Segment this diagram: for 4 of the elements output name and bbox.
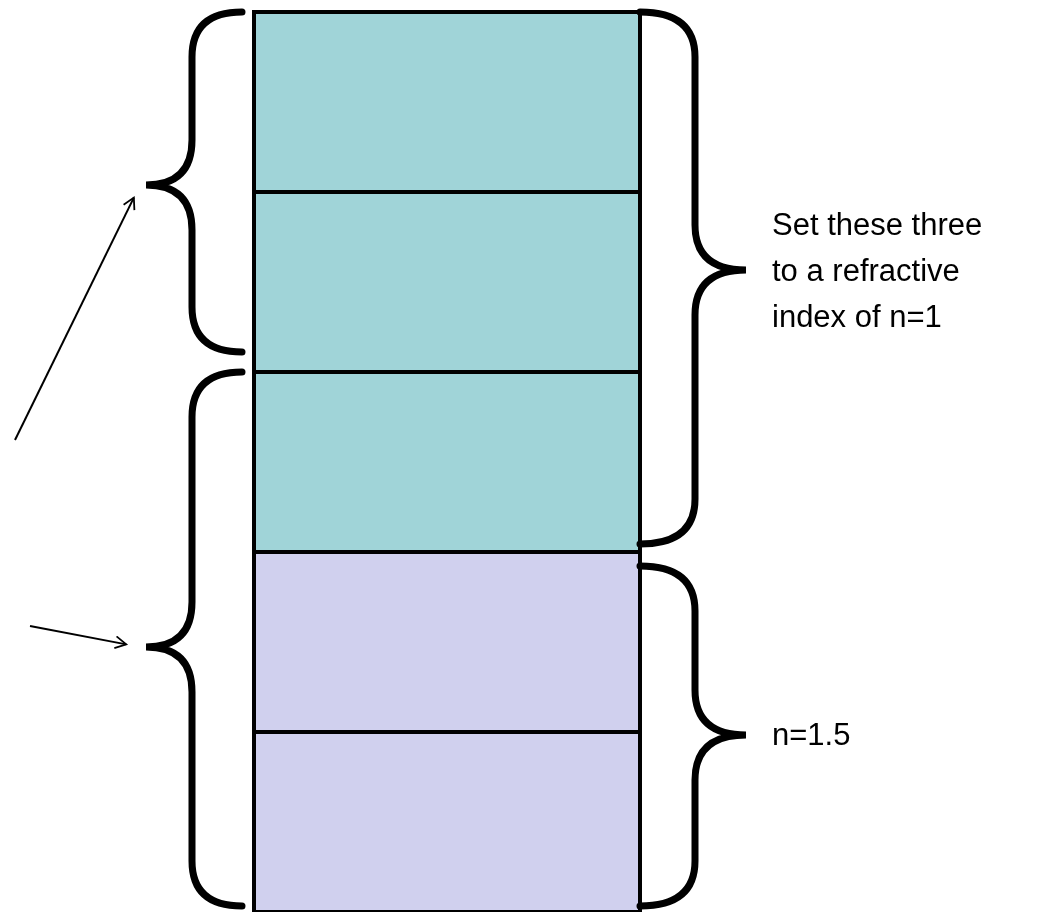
annotation-text: n=1.5 — [772, 716, 852, 754]
annotation-text: Set these three to a refractive index of n=1 — [772, 206, 984, 336]
arrow — [14, 196, 136, 441]
arrow — [29, 625, 128, 650]
